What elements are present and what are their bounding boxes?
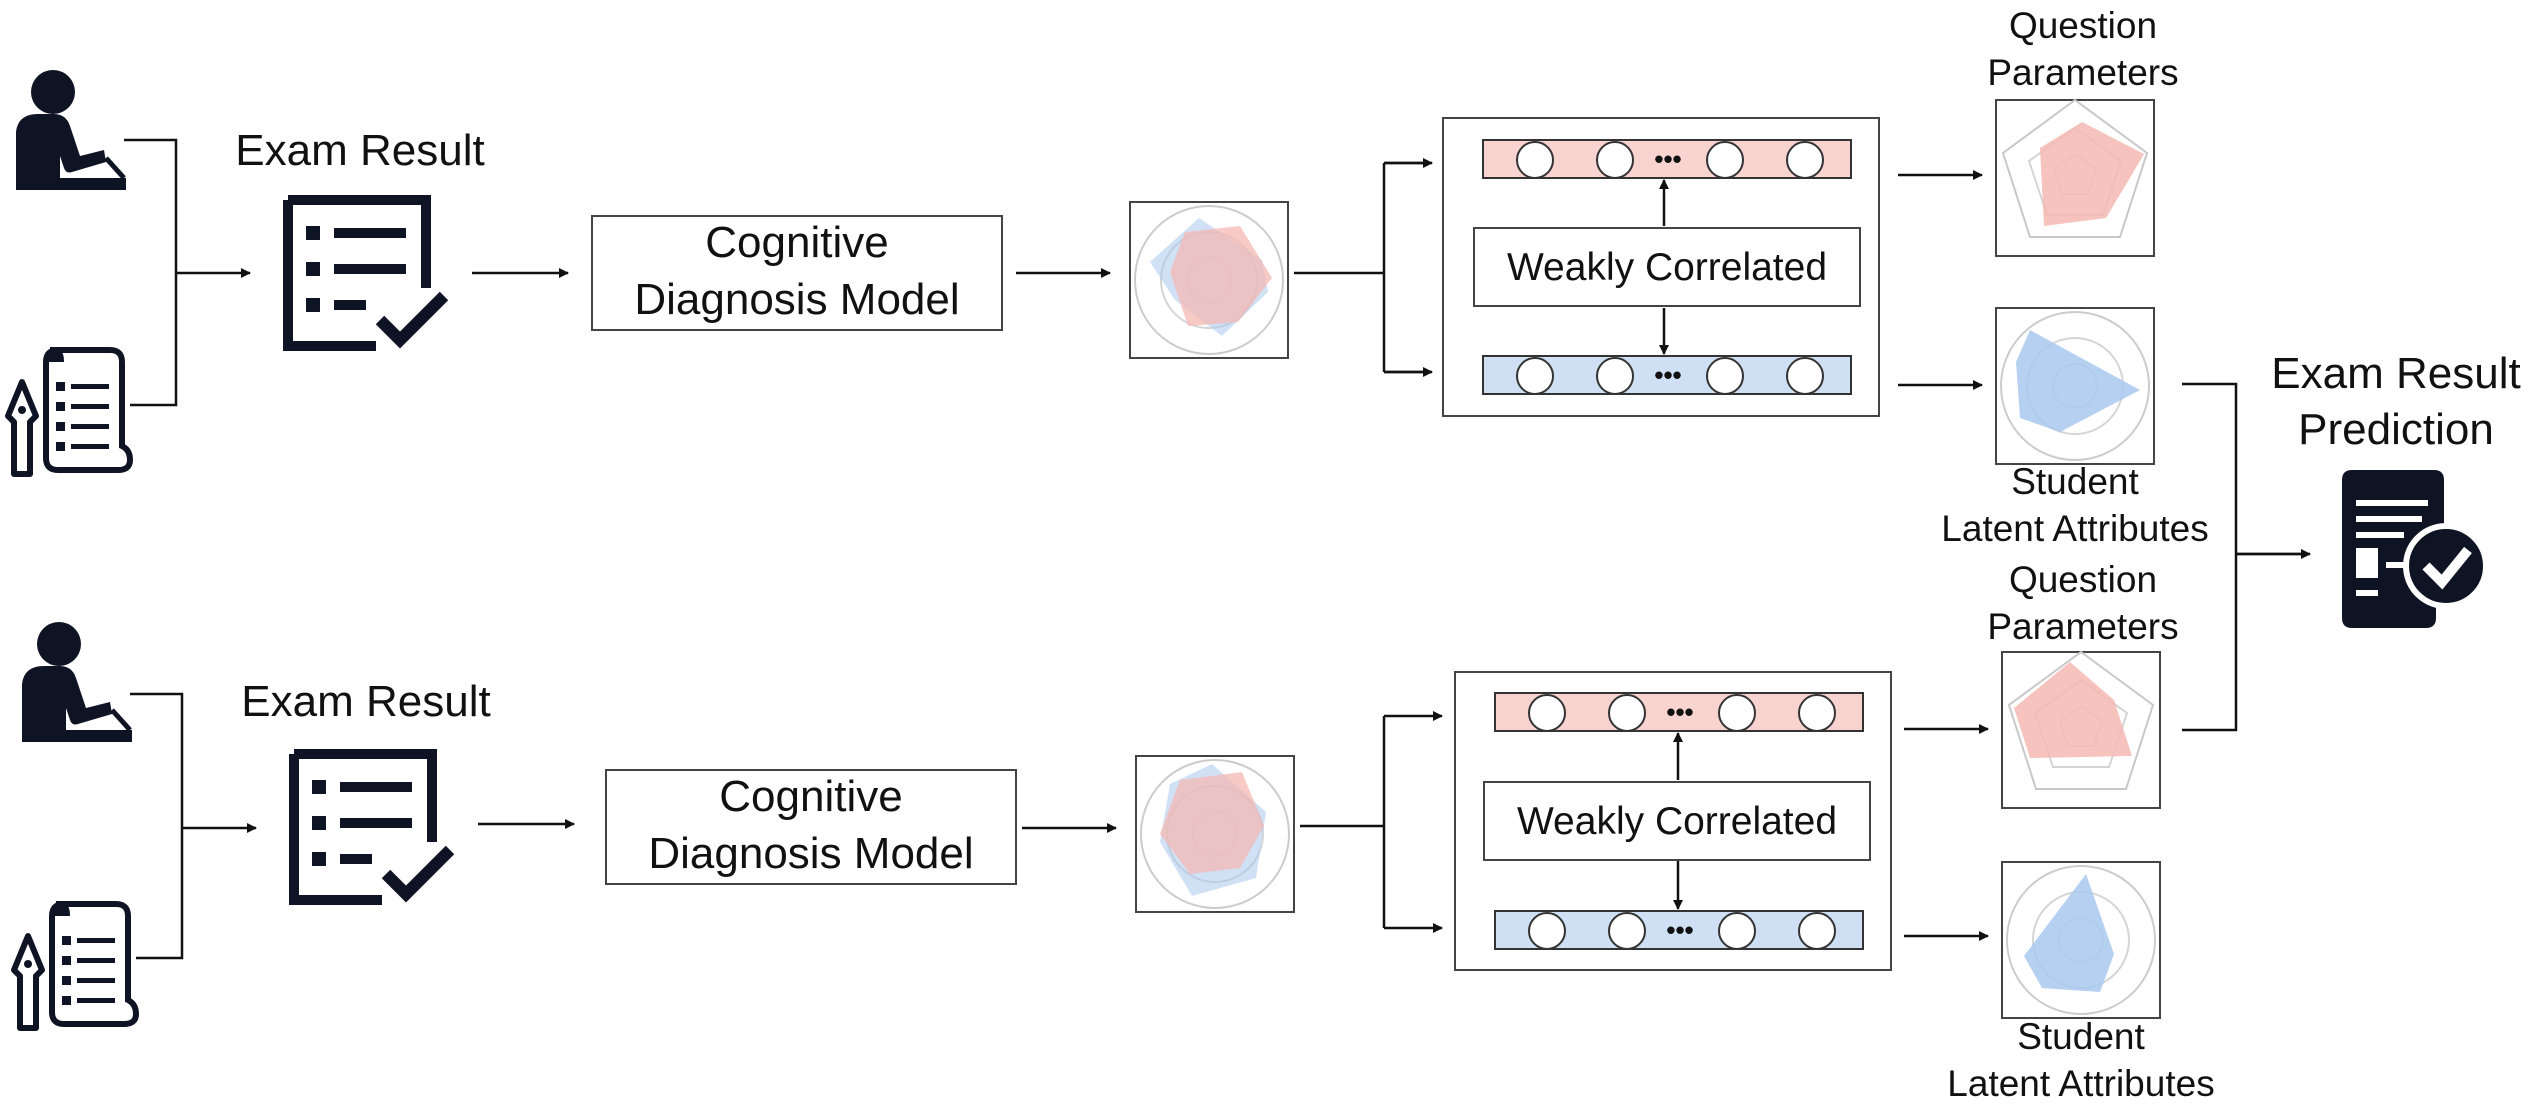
model-label-line1: Cognitive (719, 772, 902, 821)
weakly-correlated-box (1483, 781, 1871, 861)
exam-result-prediction-label-2: Prediction (2298, 405, 2494, 454)
question-parameters-label-1: Question (2009, 5, 2157, 46)
student-embedding-bar: ••• (1494, 910, 1864, 950)
prediction-connector (2182, 382, 2304, 732)
question-parameters-radar (1995, 99, 2155, 257)
exam-result-label: Exam Result (235, 126, 484, 175)
exam-paper-icon (8, 350, 130, 474)
ellipsis: ••• (1654, 360, 1681, 390)
model-label-line2: Diagnosis Model (648, 829, 973, 878)
question-parameters-radar (2001, 651, 2161, 809)
student-embedding-bar: ••• (1482, 355, 1852, 395)
prediction-document-icon (2342, 470, 2489, 628)
student-attributes-radar (1995, 307, 2155, 465)
exam-paper-icon (14, 904, 136, 1028)
model-label-line2: Diagnosis Model (634, 275, 959, 324)
weakly-correlated-label: Weakly Correlated (1517, 800, 1837, 843)
question-parameters-label-2: Parameters (1987, 606, 2178, 647)
student-latent-label-2: Latent Attributes (1947, 1063, 2214, 1104)
exam-result-prediction-label-1: Exam Result (2271, 349, 2520, 398)
student-attributes-radar (2001, 861, 2161, 1019)
question-parameters-label-1: Question (2009, 559, 2157, 600)
question-embedding-bar: ••• (1494, 692, 1864, 732)
cognitive-diagnosis-model-box (591, 215, 1003, 331)
checklist-icon (288, 200, 444, 346)
model-label-line1: Cognitive (705, 218, 888, 267)
question-embedding-bar: ••• (1482, 139, 1852, 179)
question-parameters-label-2: Parameters (1987, 52, 2178, 93)
exam-result-label: Exam Result (241, 677, 490, 726)
split-connector (1294, 161, 1430, 374)
student-icon (16, 70, 126, 190)
weakly-correlated-box (1473, 227, 1861, 307)
ellipsis: ••• (1666, 915, 1693, 945)
student-latent-label-2: Latent Attributes (1941, 508, 2208, 549)
input-merge-connector (130, 692, 256, 960)
input-merge-connector (124, 138, 250, 407)
student-icon (22, 622, 132, 742)
student-latent-label-1: Student (2011, 461, 2139, 502)
student-latent-label-1: Student (2017, 1016, 2145, 1057)
ellipsis: ••• (1654, 144, 1681, 174)
ellipsis: ••• (1666, 697, 1693, 727)
weakly-correlated-label: Weakly Correlated (1507, 246, 1827, 289)
combined-radar-chart (1135, 755, 1295, 913)
combined-radar-chart (1129, 201, 1289, 359)
checklist-icon (294, 754, 450, 900)
cognitive-diagnosis-model-box (605, 769, 1017, 885)
